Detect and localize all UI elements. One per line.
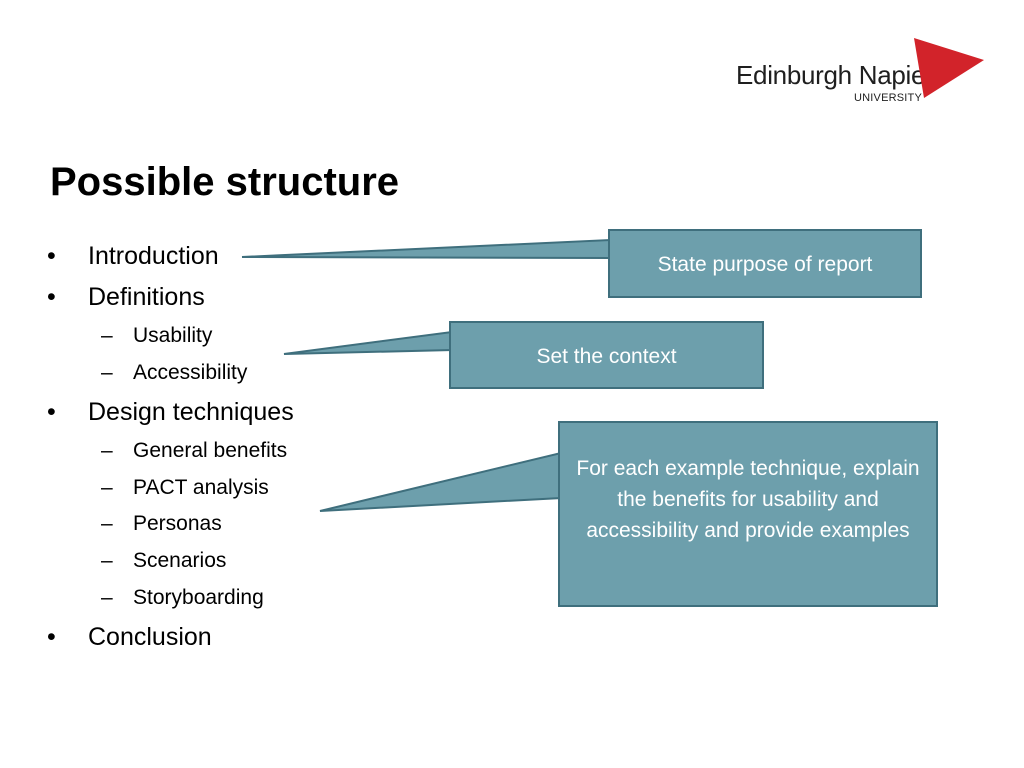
callout-box-2: Set the context [449, 321, 764, 389]
university-logo: Edinburgh Napier UNIVERSITY [736, 38, 996, 108]
logo-subtitle: UNIVERSITY [854, 92, 923, 104]
callout-text-3: For each example technique, explain the … [576, 457, 920, 542]
callout-text-1: State purpose of report [657, 253, 873, 276]
callout-box-1: State purpose of report [608, 229, 922, 298]
logo-triangle-icon [914, 38, 984, 98]
callout-pointer-1 [241, 238, 611, 260]
slide-title: Possible structure [50, 160, 400, 204]
callout-text-2: Set the context [536, 345, 677, 368]
logo-wordmark: Edinburgh Napier [736, 60, 934, 90]
callout-pointer-2 [283, 330, 453, 355]
callout-pointer-3 [319, 451, 562, 512]
callout-box-3: For each example technique, explain the … [558, 421, 938, 607]
